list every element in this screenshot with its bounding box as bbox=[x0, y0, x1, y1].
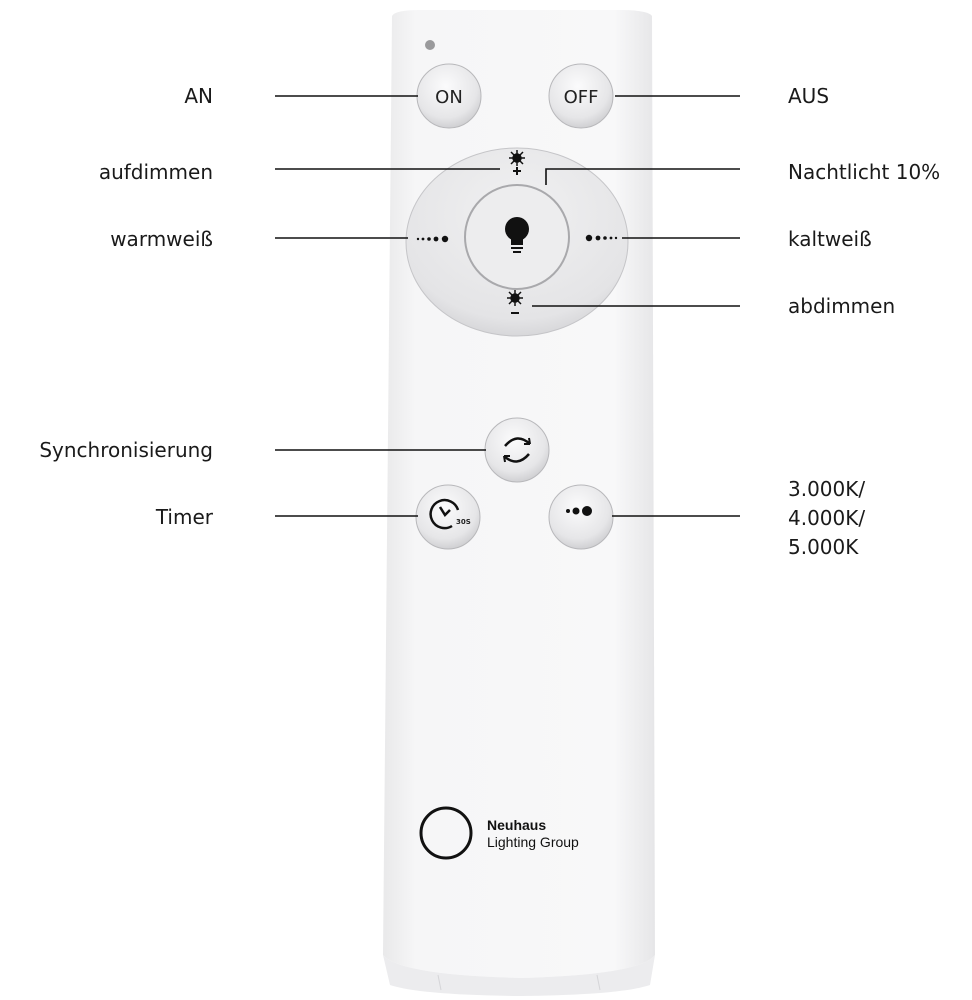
label-dim-down: abdimmen bbox=[788, 294, 896, 318]
off-button[interactable]: OFF bbox=[548, 63, 614, 129]
color-temperature-button[interactable] bbox=[548, 484, 614, 550]
brand-logo: Neuhaus Lighting Group bbox=[419, 806, 579, 860]
color-temp-dots-icon bbox=[566, 506, 592, 516]
brand-sub: Lighting Group bbox=[487, 834, 579, 850]
sync-button[interactable] bbox=[484, 417, 550, 483]
brand-name: Neuhaus bbox=[487, 817, 546, 833]
on-button-label: ON bbox=[435, 87, 463, 108]
brightness-down-icon[interactable] bbox=[507, 290, 523, 314]
label-sync: Synchronisierung bbox=[39, 438, 213, 462]
brightness-up-icon[interactable] bbox=[509, 150, 525, 175]
label-off: AUS bbox=[788, 84, 830, 108]
label-cold-white: kaltweiß bbox=[788, 227, 872, 251]
led-indicator bbox=[425, 40, 435, 50]
on-button[interactable]: ON bbox=[416, 63, 482, 129]
timer-icon: 30S bbox=[429, 498, 471, 530]
timer-badge: 30S bbox=[456, 518, 471, 526]
timer-button[interactable]: 30S bbox=[415, 484, 481, 550]
label-dim-up: aufdimmen bbox=[98, 160, 213, 184]
bulb-icon[interactable] bbox=[505, 217, 529, 253]
label-color-temp-3000: 3.000K/ bbox=[788, 477, 866, 501]
label-color-temp-4000: 4.000K/ bbox=[788, 506, 866, 530]
off-button-label: OFF bbox=[564, 87, 599, 108]
label-warm-white: warmweiß bbox=[110, 227, 213, 251]
cold-white-dots-icon[interactable] bbox=[585, 234, 618, 242]
label-timer: Timer bbox=[155, 505, 213, 529]
label-color-temp-5000: 5.000K bbox=[788, 535, 859, 559]
sync-icon bbox=[503, 437, 531, 463]
label-night-light: Nachtlicht 10% bbox=[788, 160, 941, 184]
label-on: AN bbox=[184, 84, 213, 108]
warm-white-dots-icon[interactable] bbox=[416, 235, 449, 243]
label-color-temp: 3.000K/ 4.000K/ 5.000K bbox=[788, 475, 865, 562]
leader-lines bbox=[275, 95, 740, 517]
